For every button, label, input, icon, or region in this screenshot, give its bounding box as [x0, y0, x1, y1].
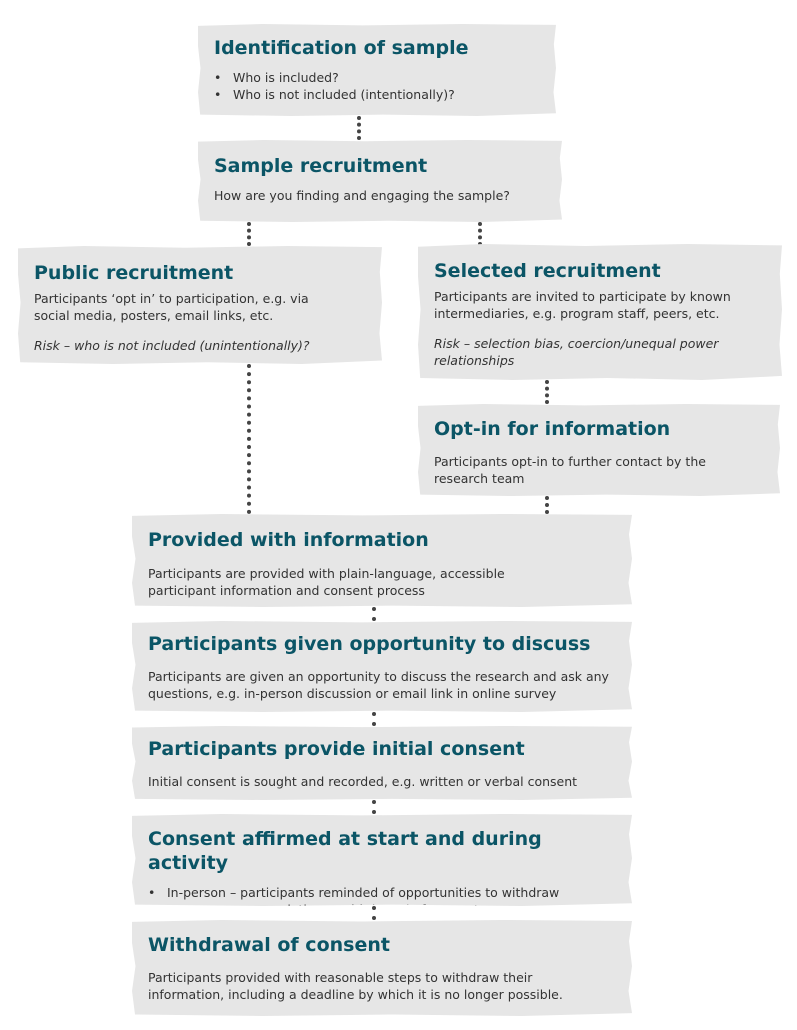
- withdrawal-title: Withdrawal of consent: [148, 934, 390, 956]
- public-recruitment-risk: Risk – who is not included (unintentiona…: [34, 338, 310, 353]
- connector-public-to-provided: [247, 364, 251, 514]
- identification-bullet-list: • Who is included? • Who is not included (…: [214, 69, 538, 103]
- opt-in-text: Participants opt-in to further contact b…: [434, 454, 706, 486]
- initial-consent-text: Initial consent is sought and recorded, …: [148, 774, 578, 789]
- consent-affirmed-title: Consent affirmed at start and during act…: [148, 828, 542, 874]
- bullet-icon: •: [214, 87, 222, 102]
- connector-identification-to-recruitment: [357, 116, 361, 140]
- sample-recruitment-box: Sample recruitment How are you finding a…: [198, 140, 562, 222]
- connector-recruitment-to-selected: [478, 222, 482, 246]
- bullet-text: Who is not included (intentionally)?: [233, 87, 455, 102]
- opt-in-title: Opt-in for information: [434, 418, 671, 440]
- withdrawal-text: Participants provided with reasonable st…: [148, 970, 563, 1002]
- list-item: • Who is included?: [214, 69, 538, 86]
- consent-affirmed-box: Consent affirmed at start and during act…: [132, 814, 632, 906]
- discuss-box: Participants given opportunity to discus…: [132, 621, 632, 712]
- bullet-icon: •: [214, 70, 222, 85]
- bullet-text: Survey – non-completion = withdrawal of …: [167, 902, 479, 917]
- bullet-icon: •: [148, 885, 156, 900]
- public-recruitment-title: Public recruitment: [34, 262, 234, 284]
- connector-initial-to-affirmed: [372, 800, 376, 814]
- public-recruitment-box: Public recruitment Participants ‘opt in’…: [18, 246, 382, 364]
- bullet-text: Who is included?: [233, 70, 339, 85]
- opt-in-box: Opt-in for information Participants opt-…: [418, 404, 780, 496]
- bullet-text: In-person – participants reminded of opp…: [167, 885, 560, 900]
- provided-with-information-box: Provided with information Participants a…: [132, 514, 632, 607]
- provided-info-text: Participants are provided with plain-lan…: [148, 566, 505, 598]
- list-item: • In-person – participants reminded of op…: [148, 884, 614, 901]
- initial-consent-box: Participants provide initial consent Ini…: [132, 726, 632, 800]
- selected-recruitment-text: Participants are invited to participate …: [434, 289, 731, 321]
- connector-optin-to-provided: [545, 496, 549, 514]
- withdrawal-of-consent-box: Withdrawal of consent Participants provi…: [132, 920, 632, 1016]
- provided-info-title: Provided with information: [148, 529, 429, 551]
- sample-recruitment-text: How are you finding and engaging the sam…: [214, 188, 510, 203]
- connector-selected-to-optin: [545, 380, 549, 404]
- list-item: • Survey – non-completion = withdrawal of…: [148, 901, 614, 917]
- identification-title: Identification of sample: [214, 37, 469, 59]
- selected-recruitment-title: Selected recruitment: [434, 260, 661, 282]
- sample-recruitment-title: Sample recruitment: [214, 155, 428, 177]
- selected-recruitment-risk: Risk – selection bias, coercion/unequal …: [434, 336, 719, 368]
- discuss-text: Participants are given an opportunity to…: [148, 669, 609, 701]
- connector-discuss-to-initial: [372, 712, 376, 726]
- discuss-title: Participants given opportunity to discus…: [148, 633, 591, 655]
- public-recruitment-text: Participants ‘opt in’ to participation, …: [34, 291, 309, 323]
- connector-provided-to-discuss: [372, 607, 376, 621]
- bullet-icon: •: [148, 902, 156, 917]
- list-item: • Who is not included (intentionally)?: [214, 86, 538, 103]
- identification-of-sample-box: Identification of sample • Who is include…: [198, 24, 556, 116]
- initial-consent-title: Participants provide initial consent: [148, 738, 525, 760]
- connector-affirmed-to-withdrawal: [372, 906, 376, 920]
- connector-recruitment-to-public: [247, 222, 251, 246]
- selected-recruitment-box: Selected recruitment Participants are in…: [418, 244, 782, 380]
- consent-affirmed-bullet-list: • In-person – participants reminded of op…: [148, 884, 614, 917]
